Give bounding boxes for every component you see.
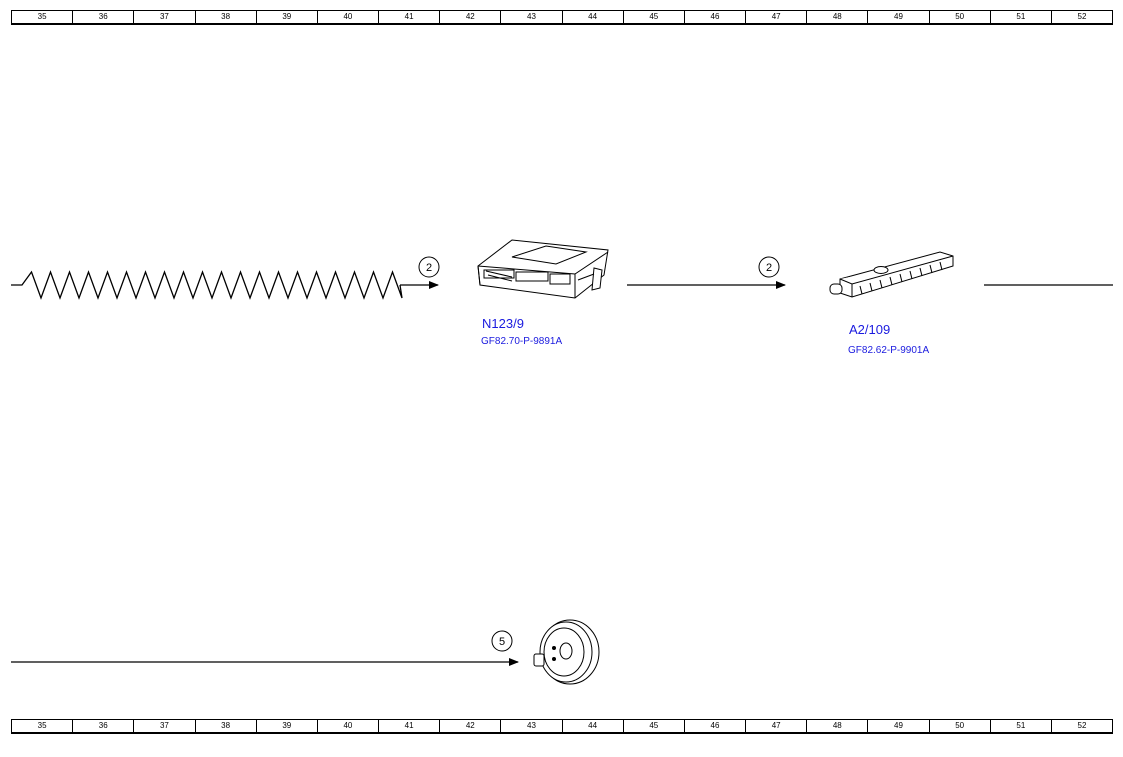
ruler-column-36: 36 <box>72 11 133 23</box>
ruler-column-36: 36 <box>72 720 133 732</box>
ruler-column-38: 38 <box>194 720 256 732</box>
ruler-column-51: 51 <box>989 720 1051 732</box>
ruler-column-43: 43 <box>500 720 561 732</box>
component-code-n123: N123/9 <box>482 316 524 331</box>
connection-marker-2: 2 <box>758 256 780 278</box>
ruler-column-37: 37 <box>133 11 194 23</box>
ruler-column-46: 46 <box>683 11 745 23</box>
ruler-column-42: 42 <box>439 11 500 23</box>
ruler-column-44: 44 <box>561 11 623 23</box>
ruler-column-42: 42 <box>439 720 500 732</box>
doc-link-a2[interactable]: GF82.62-P-9901A <box>848 345 930 356</box>
connection-marker-3: 5 <box>491 630 513 652</box>
ruler-column-51: 51 <box>989 11 1051 23</box>
marker-1-text: 2 <box>426 262 432 274</box>
marker-3-text: 5 <box>499 636 505 648</box>
ruler-column-37: 37 <box>133 720 194 732</box>
doc-link-n123[interactable]: GF82.70-P-9891A <box>481 336 563 347</box>
ruler-column-49: 49 <box>867 11 928 23</box>
antenna-amplifier-icon[interactable] <box>829 251 954 298</box>
ruler-column-52: 52 <box>1050 11 1114 23</box>
ruler-column-40: 40 <box>316 720 378 732</box>
ruler-column-46: 46 <box>683 720 745 732</box>
component-code-a2: A2/109 <box>849 322 891 337</box>
ruler-column-50: 50 <box>928 11 990 23</box>
ruler-column-39: 39 <box>255 11 317 23</box>
ruler-column-47: 47 <box>745 720 806 732</box>
ruler-column-41: 41 <box>378 720 439 732</box>
control-unit-icon[interactable] <box>477 239 609 299</box>
marker-2-text: 2 <box>766 262 772 274</box>
ruler-column-40: 40 <box>316 11 378 23</box>
connection-marker-1: 2 <box>418 256 440 278</box>
ruler-column-50: 50 <box>928 720 990 732</box>
ruler-column-39: 39 <box>255 720 317 732</box>
ruler-column-48: 48 <box>806 11 867 23</box>
ruler-column-47: 47 <box>745 11 806 23</box>
ruler-column-43: 43 <box>500 11 561 23</box>
speaker-icon[interactable] <box>533 619 600 685</box>
ruler-column-52: 52 <box>1050 720 1114 732</box>
ruler-column-38: 38 <box>194 11 256 23</box>
ruler-column-48: 48 <box>806 720 867 732</box>
ruler-column-44: 44 <box>561 720 623 732</box>
ruler-column-41: 41 <box>378 11 439 23</box>
ruler-column-35: 35 <box>11 720 72 732</box>
ruler-column-49: 49 <box>867 720 928 732</box>
zigzag-cable-line <box>11 270 439 300</box>
ruler-column-45: 45 <box>622 11 684 23</box>
ruler-column-45: 45 <box>622 720 684 732</box>
ruler-column-35: 35 <box>11 11 72 23</box>
